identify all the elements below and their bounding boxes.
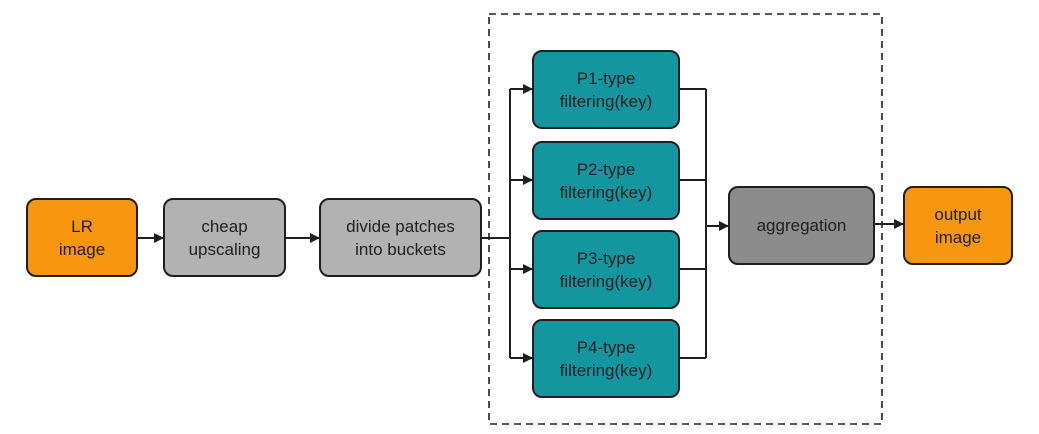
p1-filtering-node: P1-type filtering(key) bbox=[532, 50, 680, 129]
divide-patches-node: divide patches into buckets bbox=[319, 198, 482, 277]
p3-filtering-node: P3-type filtering(key) bbox=[532, 230, 680, 309]
output-image-node: output image bbox=[903, 186, 1013, 265]
p2-filtering-node: P2-type filtering(key) bbox=[532, 141, 680, 220]
lr-image-node: LR image bbox=[26, 198, 138, 277]
aggregation-node: aggregation bbox=[728, 186, 875, 265]
p4-filtering-node: P4-type filtering(key) bbox=[532, 319, 680, 398]
cheap-upscaling-node: cheap upscaling bbox=[163, 198, 286, 277]
filter-group-boundary bbox=[488, 13, 883, 425]
